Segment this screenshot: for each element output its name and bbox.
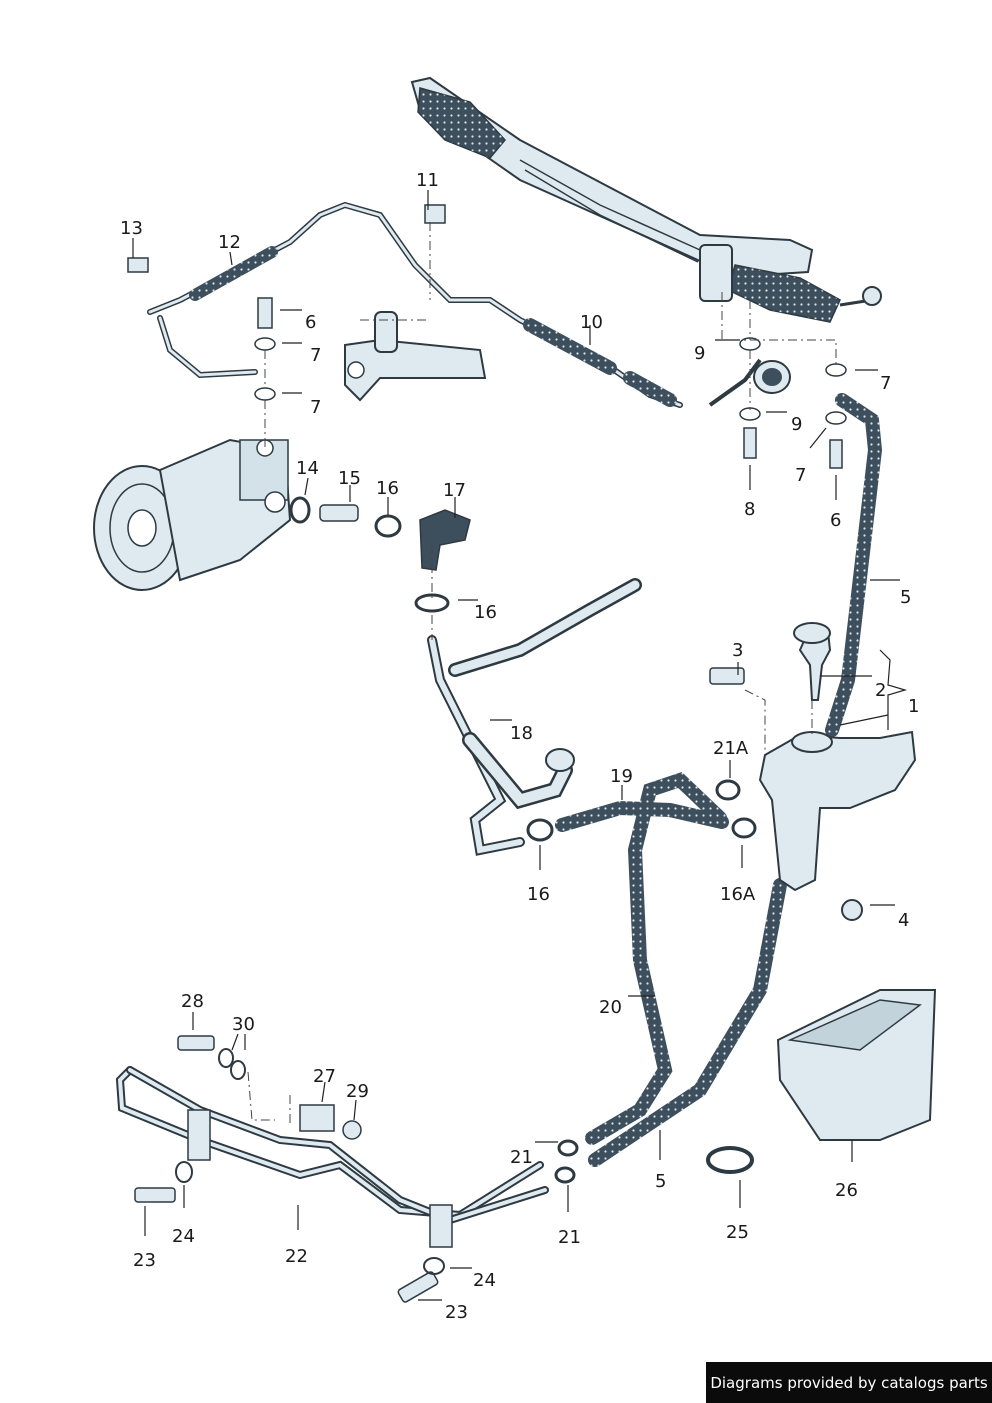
- hardware: [127, 204, 847, 1303]
- callout-9-a: 9: [694, 343, 705, 364]
- pipe-bracket: [344, 311, 487, 402]
- callout-16-a: 16: [376, 478, 399, 499]
- callout-14: 14: [296, 458, 319, 479]
- callout-13: 13: [120, 218, 143, 239]
- callout-23-b: 23: [445, 1302, 468, 1323]
- credit-banner: Diagrams provided by catalogs parts: [706, 1362, 992, 1403]
- callout-21A: 21A: [713, 738, 749, 759]
- callout-7-c: 7: [880, 373, 891, 394]
- callout-12: 12: [218, 232, 241, 253]
- callout-16-c: 16: [527, 884, 550, 905]
- callout-7-d: 7: [795, 465, 806, 486]
- pressure-lines: [147, 201, 791, 408]
- callout-16A: 16A: [720, 884, 756, 905]
- pipe-18: [427, 578, 642, 856]
- callout-21-a: 21: [510, 1147, 533, 1168]
- return-hose-5: [588, 393, 883, 1167]
- callout-7-b: 7: [310, 397, 321, 418]
- callout-3: 3: [732, 640, 743, 661]
- callout-15: 15: [338, 468, 361, 489]
- steering-pump: [93, 438, 292, 591]
- callout-19: 19: [610, 766, 633, 787]
- callout-26: 26: [835, 1180, 858, 1201]
- callout-2: 2: [875, 680, 886, 701]
- callout-24-a: 24: [172, 1226, 195, 1247]
- callout-6-right: 6: [830, 510, 841, 531]
- assembly-lines: [247, 222, 837, 1125]
- callout-30: 30: [232, 1014, 255, 1035]
- callout-5-top: 5: [900, 587, 911, 608]
- callout-8: 8: [744, 499, 755, 520]
- hoses-19-20: [555, 772, 729, 1145]
- callout-6-left: 6: [305, 312, 316, 333]
- callout-labels: 1 2 3 4 5 5 6 6 7 7 7 7 8 9 9 10 11 12 1…: [120, 170, 919, 1323]
- reservoir-cover: [776, 989, 937, 1141]
- callout-10: 10: [580, 312, 603, 333]
- callout-21-b: 21: [558, 1227, 581, 1248]
- callout-18: 18: [510, 723, 533, 744]
- callout-25: 25: [726, 1222, 749, 1243]
- callout-23-a: 23: [133, 1250, 156, 1271]
- callout-5-bottom: 5: [655, 1171, 666, 1192]
- callout-17: 17: [443, 480, 466, 501]
- callout-1: 1: [908, 696, 919, 717]
- leader-lines: [132, 190, 908, 1301]
- callout-9-b: 9: [791, 414, 802, 435]
- callout-22: 22: [285, 1246, 308, 1267]
- callout-4: 4: [898, 910, 909, 931]
- callout-7-a: 7: [310, 345, 321, 366]
- callout-20: 20: [599, 997, 622, 1018]
- callout-27: 27: [313, 1066, 336, 1087]
- callout-28: 28: [181, 991, 204, 1012]
- steering-rack: [410, 76, 882, 323]
- fluid-reservoir: [758, 622, 917, 921]
- callout-24-b: 24: [473, 1270, 496, 1291]
- callout-16-b: 16: [474, 602, 497, 623]
- callout-29: 29: [346, 1081, 369, 1102]
- callout-11: 11: [416, 170, 439, 191]
